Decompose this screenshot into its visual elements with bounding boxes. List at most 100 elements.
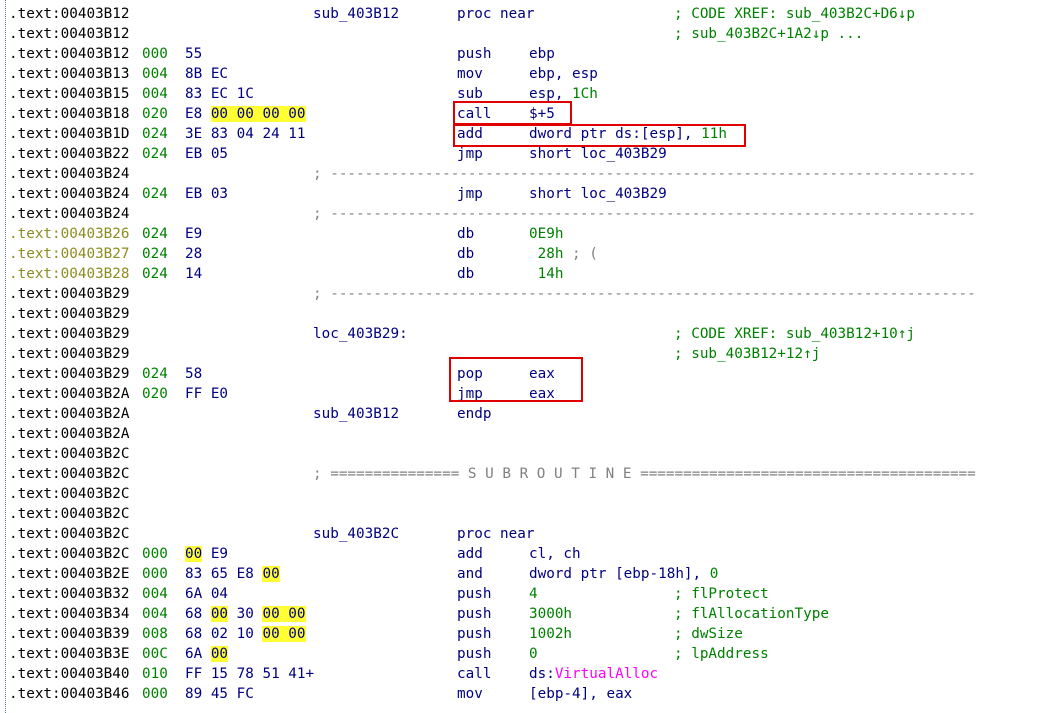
instruction-operands[interactable]: cl, ch bbox=[529, 546, 581, 562]
instruction-operands[interactable]: [ebp-4], eax bbox=[529, 686, 633, 702]
instruction-operands[interactable]: ebp bbox=[529, 46, 555, 62]
line-address[interactable]: .text:00403B28 bbox=[9, 266, 130, 282]
instruction-mnemonic[interactable]: proc near bbox=[457, 526, 535, 542]
line-address[interactable]: .text:00403B24 bbox=[9, 206, 130, 222]
instruction-mnemonic[interactable]: add bbox=[457, 546, 483, 562]
line-address[interactable]: .text:00403B2C bbox=[9, 486, 130, 502]
line-address[interactable]: .text:00403B26 bbox=[9, 226, 130, 242]
line-address[interactable]: .text:00403B40 bbox=[9, 666, 130, 682]
instruction-operands[interactable]: dword ptr ds:[esp], 11h bbox=[529, 126, 727, 142]
listing-line[interactable]: .text:00403B29 loc_403B29: ; CODE XREF: su… bbox=[0, 324, 1040, 344]
instruction-operands[interactable]: short loc_403B29 bbox=[529, 146, 667, 162]
xref-comment[interactable]: ; lpAddress bbox=[674, 646, 769, 662]
instruction-operands[interactable]: 3000h bbox=[529, 604, 572, 624]
listing-line[interactable]: .text:00403B24; ------------------------… bbox=[0, 164, 1040, 184]
instruction-operands[interactable]: 1002h bbox=[529, 624, 572, 644]
line-address[interactable]: .text:00403B27 bbox=[9, 246, 130, 262]
line-address[interactable]: .text:00403B29 bbox=[9, 326, 130, 342]
instruction-operands[interactable]: ebp, esp bbox=[529, 66, 598, 82]
instruction-mnemonic[interactable]: db bbox=[457, 246, 475, 262]
instruction-mnemonic[interactable]: and bbox=[457, 566, 483, 582]
line-address[interactable]: .text:00403B12 bbox=[9, 46, 130, 62]
line-address[interactable]: .text:00403B2C bbox=[9, 466, 130, 482]
code-label[interactable]: sub_403B12 bbox=[313, 406, 400, 422]
xref-comment[interactable]: ; CODE XREF: sub_403B2C+D6↓p bbox=[674, 6, 916, 22]
listing-line[interactable]: .text:00403B29 bbox=[0, 304, 1040, 324]
listing-line[interactable]: .text:00403B2C sub_403B2C proc near bbox=[0, 524, 1040, 544]
listing-line[interactable]: .text:00403B2C bbox=[0, 504, 1040, 524]
listing-line[interactable]: .text:00403B29 ; sub_403B12+12↑j bbox=[0, 344, 1040, 364]
line-address[interactable]: .text:00403B2A bbox=[9, 386, 130, 402]
instruction-mnemonic[interactable]: call bbox=[457, 666, 492, 682]
xref-comment[interactable]: ; sub_403B12+12↑j bbox=[674, 346, 821, 362]
instruction-mnemonic[interactable]: db bbox=[457, 226, 475, 242]
listing-line[interactable]: .text:00403B2C; =============== S U B R … bbox=[0, 464, 1040, 484]
instruction-mnemonic[interactable]: jmp bbox=[457, 186, 483, 202]
listing-line[interactable]: .text:00403B2C bbox=[0, 484, 1040, 504]
instruction-mnemonic[interactable]: jmp bbox=[457, 146, 483, 162]
line-address[interactable]: .text:00403B46 bbox=[9, 686, 130, 702]
instruction-operands[interactable]: esp, 1Ch bbox=[529, 86, 598, 102]
xref-comment[interactable]: ; flProtect bbox=[674, 586, 769, 602]
line-address[interactable]: .text:00403B2A bbox=[9, 426, 130, 442]
line-address[interactable]: .text:00403B18 bbox=[9, 106, 130, 122]
instruction-operands[interactable]: 0E9h bbox=[529, 224, 563, 244]
instruction-mnemonic[interactable]: push bbox=[457, 646, 492, 662]
instruction-mnemonic[interactable]: push bbox=[457, 586, 492, 602]
instruction-mnemonic[interactable]: push bbox=[457, 606, 492, 622]
instruction-mnemonic[interactable]: proc near bbox=[457, 6, 535, 22]
code-label[interactable]: loc_403B29: bbox=[313, 326, 408, 342]
listing-line[interactable]: .text:00403B29; ------------------------… bbox=[0, 284, 1040, 304]
instruction-mnemonic[interactable]: push bbox=[457, 626, 492, 642]
instruction-operands[interactable]: $+5 bbox=[529, 106, 555, 122]
line-address[interactable]: .text:00403B2C bbox=[9, 506, 130, 522]
line-address[interactable]: .text:00403B22 bbox=[9, 146, 130, 162]
code-label[interactable]: sub_403B2C bbox=[313, 526, 400, 542]
instruction-operands[interactable]: eax bbox=[529, 386, 555, 402]
instruction-mnemonic[interactable]: pop bbox=[457, 366, 483, 382]
instruction-operands[interactable]: 4 bbox=[529, 584, 538, 604]
instruction-operands[interactable]: 28h ; ( bbox=[529, 244, 598, 264]
instruction-mnemonic[interactable]: call bbox=[457, 106, 492, 122]
xref-comment[interactable]: ; CODE XREF: sub_403B12+10↑j bbox=[674, 326, 916, 342]
instruction-operands[interactable]: dword ptr [ebp-18h], 0 bbox=[529, 566, 719, 582]
instruction-mnemonic[interactable]: mov bbox=[457, 686, 483, 702]
line-address[interactable]: .text:00403B3E bbox=[9, 646, 130, 662]
line-address[interactable]: .text:00403B29 bbox=[9, 286, 130, 302]
line-address[interactable]: .text:00403B24 bbox=[9, 186, 130, 202]
line-address[interactable]: .text:00403B2A bbox=[9, 406, 130, 422]
line-address[interactable]: .text:00403B32 bbox=[9, 586, 130, 602]
line-address[interactable]: .text:00403B15 bbox=[9, 86, 130, 102]
line-address[interactable]: .text:00403B12 bbox=[9, 26, 130, 42]
instruction-operands[interactable]: ds:VirtualAlloc bbox=[529, 666, 659, 682]
instruction-operands[interactable]: 0 bbox=[529, 644, 538, 664]
listing-line[interactable]: .text:00403B24; ------------------------… bbox=[0, 204, 1040, 224]
xref-comment[interactable]: ; flAllocationType bbox=[674, 606, 829, 622]
line-address[interactable]: .text:00403B39 bbox=[9, 626, 130, 642]
line-address[interactable]: .text:00403B29 bbox=[9, 366, 130, 382]
line-address[interactable]: .text:00403B29 bbox=[9, 346, 130, 362]
xref-comment[interactable]: ; sub_403B2C+1A2↓p ... bbox=[674, 26, 864, 42]
line-address[interactable]: .text:00403B12 bbox=[9, 6, 130, 22]
line-address[interactable]: .text:00403B2C bbox=[9, 446, 130, 462]
instruction-mnemonic[interactable]: jmp bbox=[457, 386, 483, 402]
line-address[interactable]: .text:00403B13 bbox=[9, 66, 130, 82]
line-address[interactable]: .text:00403B2C bbox=[9, 526, 130, 542]
listing-line[interactable]: .text:00403B2C bbox=[0, 444, 1040, 464]
instruction-operands[interactable]: eax bbox=[529, 366, 555, 382]
